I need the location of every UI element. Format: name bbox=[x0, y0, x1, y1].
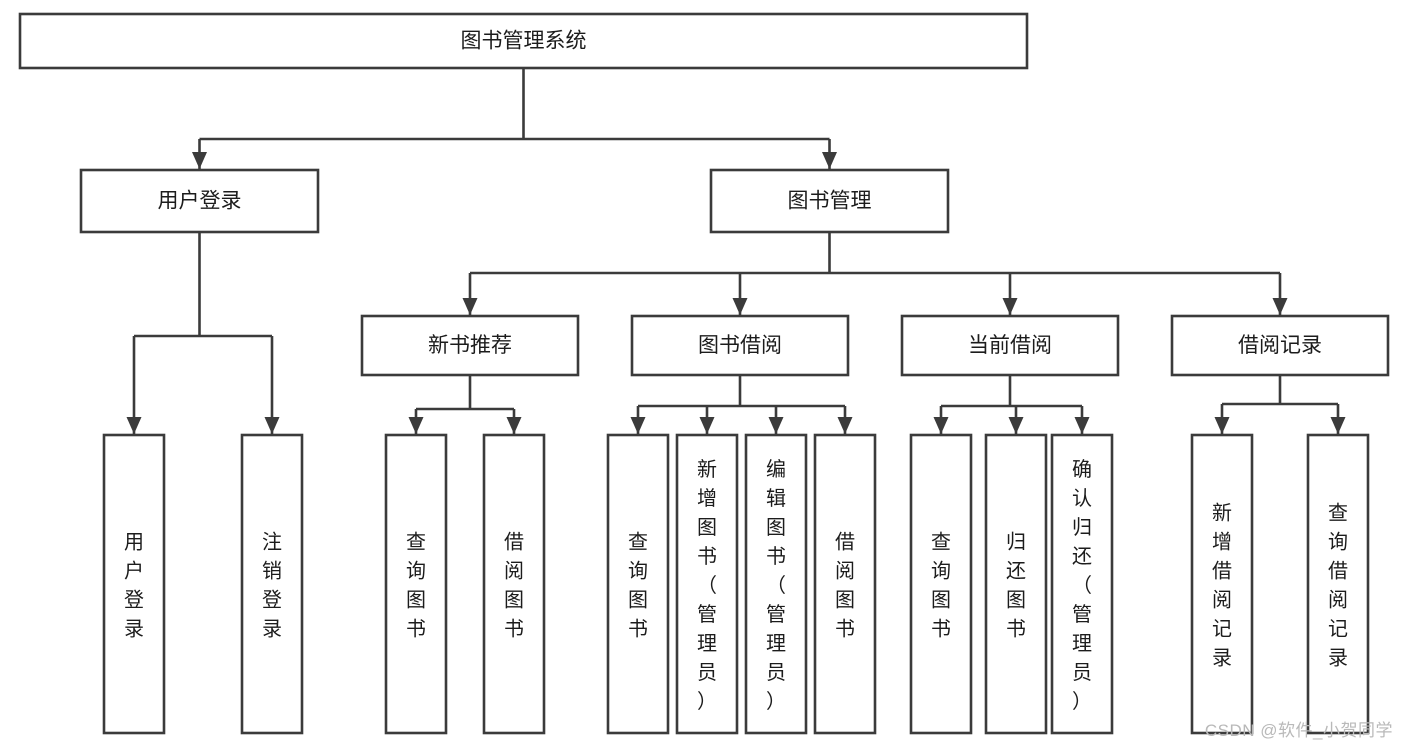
node-label: 注销登录 bbox=[262, 531, 282, 641]
node-label: 查询图书 bbox=[628, 531, 648, 641]
node-box bbox=[606, 433, 670, 735]
node-leaf-confirm-return[interactable]: 确认归还（管理员） bbox=[1050, 433, 1114, 735]
node-leaf-query-book-1[interactable]: 查询图书 bbox=[384, 433, 448, 735]
node-book-manage[interactable]: 图书管理 bbox=[709, 168, 950, 234]
book-manage-to-level3-arrowhead-icon-2 bbox=[1002, 298, 1018, 315]
node-box bbox=[900, 314, 1120, 377]
book-borrow-to-leaves-arrowhead-icon-2 bbox=[768, 417, 784, 434]
node-label: 查询借阅记录 bbox=[1328, 502, 1348, 670]
node-current-borrow[interactable]: 当前借阅 bbox=[900, 314, 1120, 377]
node-box bbox=[1050, 433, 1114, 735]
node-leaf-query-record[interactable]: 查询借阅记录 bbox=[1306, 433, 1370, 735]
node-leaf-user-login[interactable]: 用户登录 bbox=[102, 433, 166, 735]
node-user-login[interactable]: 用户登录 bbox=[79, 168, 320, 234]
node-leaf-add-record[interactable]: 新增借阅记录 bbox=[1190, 433, 1254, 735]
book-borrow-to-leaves-arrowhead-icon-3 bbox=[837, 417, 853, 434]
node-box bbox=[1170, 314, 1390, 377]
node-box bbox=[384, 433, 448, 735]
node-label: 用户登录 bbox=[124, 532, 144, 641]
node-label: 借阅记录 bbox=[1238, 334, 1322, 357]
node-label: 图书借阅 bbox=[698, 334, 782, 357]
book-borrow-to-leaves-arrowhead-icon-1 bbox=[699, 417, 715, 434]
node-label: 当前借阅 bbox=[968, 334, 1052, 357]
node-label: 新增图书（管理员） bbox=[697, 458, 717, 713]
node-label: 查询图书 bbox=[406, 531, 426, 641]
node-leaf-borrow-book-2[interactable]: 借阅图书 bbox=[813, 433, 877, 735]
node-box bbox=[18, 12, 1029, 70]
node-box bbox=[102, 433, 166, 735]
node-box bbox=[1306, 433, 1370, 735]
node-new-book-rec[interactable]: 新书推荐 bbox=[360, 314, 580, 377]
node-leaf-edit-book[interactable]: 编辑图书（管理员） bbox=[744, 433, 808, 735]
node-box bbox=[813, 433, 877, 735]
book-manage-to-level3-arrowhead-icon-1 bbox=[732, 298, 748, 315]
connector-layer bbox=[126, 68, 1346, 434]
root-to-level2-arrowhead-icon-0 bbox=[192, 152, 207, 169]
node-leaf-borrow-book-1[interactable]: 借阅图书 bbox=[482, 433, 546, 735]
user-login-to-leaves-arrowhead-icon-0 bbox=[126, 417, 142, 434]
borrow-record-to-leaves-arrowhead-icon-1 bbox=[1330, 417, 1346, 434]
node-label: 新增借阅记录 bbox=[1212, 502, 1232, 670]
node-box bbox=[360, 314, 580, 377]
node-label: 图书管理 bbox=[788, 190, 872, 213]
node-leaf-return-book[interactable]: 归还图书 bbox=[984, 433, 1048, 735]
node-box bbox=[630, 314, 850, 377]
node-label: 编辑图书（管理员） bbox=[766, 458, 786, 713]
new-book-rec-to-leaves-arrowhead-icon-1 bbox=[506, 417, 522, 434]
current-borrow-to-leaves-arrowhead-icon-1 bbox=[1008, 417, 1024, 434]
node-box bbox=[984, 433, 1048, 735]
book-manage-to-level3-arrowhead-icon-3 bbox=[1272, 298, 1288, 315]
node-label: 查询图书 bbox=[931, 531, 951, 641]
node-label: 借阅图书 bbox=[835, 531, 855, 641]
node-label: 新书推荐 bbox=[428, 334, 512, 357]
node-borrow-record[interactable]: 借阅记录 bbox=[1170, 314, 1390, 377]
node-box bbox=[79, 168, 320, 234]
book-borrow-to-leaves-arrowhead-icon-0 bbox=[630, 417, 646, 434]
node-box bbox=[482, 433, 546, 735]
node-leaf-add-book[interactable]: 新增图书（管理员） bbox=[675, 433, 739, 735]
current-borrow-to-leaves-arrowhead-icon-2 bbox=[1074, 417, 1090, 434]
node-label: 归还图书 bbox=[1006, 531, 1026, 641]
node-leaf-query-book-3[interactable]: 查询图书 bbox=[909, 433, 973, 735]
node-box bbox=[709, 168, 950, 234]
node-label: 借阅图书 bbox=[504, 531, 524, 641]
node-book-borrow[interactable]: 图书借阅 bbox=[630, 314, 850, 377]
current-borrow-to-leaves-arrowhead-icon-0 bbox=[933, 417, 949, 434]
node-box bbox=[744, 433, 808, 735]
borrow-record-to-leaves-arrowhead-icon-0 bbox=[1214, 417, 1230, 434]
node-label: 图书管理系统 bbox=[461, 30, 587, 53]
root-to-level2-arrowhead-icon-1 bbox=[822, 152, 837, 169]
node-layer: 图书管理系统用户登录图书管理新书推荐图书借阅当前借阅借阅记录用户登录注销登录查询… bbox=[18, 12, 1390, 735]
node-leaf-logout[interactable]: 注销登录 bbox=[240, 433, 304, 735]
book-manage-to-level3-arrowhead-icon-0 bbox=[462, 298, 478, 315]
user-login-to-leaves-arrowhead-icon-1 bbox=[264, 417, 280, 434]
node-box bbox=[909, 433, 973, 735]
node-label: 确认归还（管理员） bbox=[1072, 458, 1092, 713]
node-box bbox=[1190, 433, 1254, 735]
node-box bbox=[675, 433, 739, 735]
node-label: 用户登录 bbox=[158, 190, 242, 213]
node-box bbox=[240, 433, 304, 735]
new-book-rec-to-leaves-arrowhead-icon-0 bbox=[408, 417, 424, 434]
node-root[interactable]: 图书管理系统 bbox=[18, 12, 1029, 70]
node-leaf-query-book-2[interactable]: 查询图书 bbox=[606, 433, 670, 735]
